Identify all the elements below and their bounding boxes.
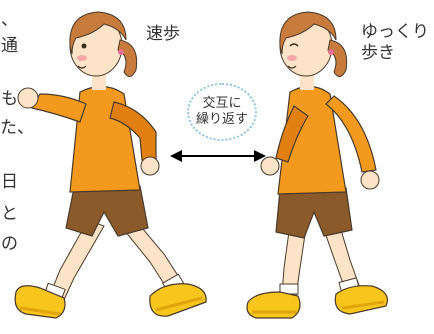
vertical-text-fragment: と bbox=[1, 204, 18, 224]
fast-walk-label: 速歩 bbox=[146, 24, 180, 44]
right-shoe-front bbox=[334, 285, 388, 315]
right-shoe-back bbox=[246, 291, 301, 319]
vertical-text-fragment: 通 bbox=[1, 36, 18, 56]
vertical-text-fragment: の bbox=[1, 234, 18, 254]
slow-walk-label-line2: 歩き bbox=[361, 43, 395, 64]
vertical-text-fragment: 、 bbox=[1, 10, 18, 30]
vertical-text-fragment: た、 bbox=[0, 118, 34, 138]
bubble-line1: 交互に bbox=[202, 95, 242, 111]
fast-walker-figure bbox=[14, 11, 207, 319]
slow-walk-label: ゆっくり 歩き bbox=[361, 22, 431, 65]
slow-walk-label-line1: ゆっくり bbox=[361, 22, 429, 42]
bubble-line2: 繰り返す bbox=[195, 112, 248, 127]
vertical-text-fragment: も bbox=[1, 89, 18, 109]
double-arrow-icon bbox=[170, 150, 266, 162]
vertical-text-fragment: 日 bbox=[1, 172, 18, 192]
slow-walker-figure bbox=[246, 11, 388, 319]
alternate-repeat-bubble: 交互に 繰り返す bbox=[187, 83, 257, 141]
